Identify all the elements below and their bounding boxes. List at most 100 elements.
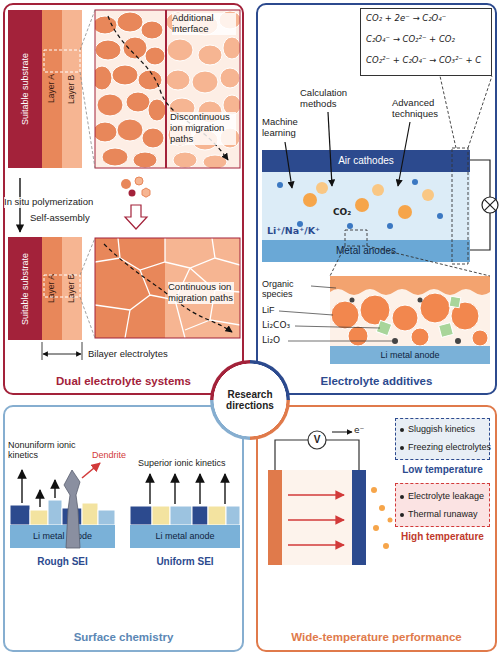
process-arrow bbox=[125, 205, 147, 229]
process-label: Self-assembly bbox=[30, 213, 90, 224]
battery-cell bbox=[352, 470, 366, 565]
node-text: Freezing electrolytes bbox=[408, 442, 491, 452]
sei-layers bbox=[10, 470, 240, 525]
sei-zoom bbox=[348, 326, 368, 346]
sei-zoom bbox=[330, 276, 490, 346]
cathode-band: Air cathodes bbox=[262, 150, 470, 172]
annotation: Nonuniform ionic kinetics bbox=[8, 440, 90, 461]
sei-zoom bbox=[472, 330, 488, 346]
hub-circle: Research directions bbox=[210, 360, 290, 440]
species-label: Organic species bbox=[262, 279, 312, 300]
zoom-marker bbox=[468, 76, 492, 148]
sei-layers bbox=[149, 474, 151, 504]
sei-layers bbox=[170, 506, 192, 525]
sei-layers bbox=[22, 470, 225, 507]
battery-cell bbox=[268, 431, 393, 565]
node-text: Li metal anode bbox=[10, 525, 115, 548]
sei-zoom bbox=[360, 295, 390, 325]
zoom-discontinuous bbox=[95, 10, 240, 168]
zoom-continuous bbox=[95, 238, 240, 338]
sei-zoom bbox=[279, 276, 490, 346]
substrate-band: Suitable substrate bbox=[8, 237, 42, 340]
section-panel: Electrolyte additivesCO₂ + 2e⁻ → C₂O₄⁻C₂… bbox=[256, 3, 497, 395]
dimension bbox=[42, 342, 43, 360]
species-label: Li₂O bbox=[262, 335, 280, 345]
battery-cell bbox=[288, 519, 344, 521]
sei-layers bbox=[10, 505, 30, 525]
sei-layers bbox=[21, 470, 23, 503]
sei-zoom bbox=[311, 286, 336, 288]
node-text: Air cathodes bbox=[262, 150, 470, 172]
section-panel: Wide-temperature performanceSluggish kin… bbox=[256, 405, 497, 652]
zoom-discontinuous bbox=[123, 37, 147, 59]
external-circuit bbox=[484, 199, 495, 210]
dendrite bbox=[82, 463, 100, 478]
zoom-discontinuous bbox=[166, 11, 240, 168]
sei-layers bbox=[98, 510, 115, 525]
zoom-continuous bbox=[95, 238, 240, 338]
external-circuit bbox=[470, 160, 498, 250]
caption-label: Rough SEI bbox=[10, 556, 115, 568]
zoom-discontinuous bbox=[173, 152, 197, 168]
zoom-continuous bbox=[95, 238, 240, 338]
caption-label: Uniform SEI bbox=[130, 556, 240, 568]
sei-zoom bbox=[418, 298, 423, 303]
sei-layers bbox=[30, 510, 48, 525]
process-arrow bbox=[121, 179, 131, 189]
zoom-discontinuous bbox=[95, 16, 117, 34]
sei-layers bbox=[224, 474, 226, 504]
annotation: Continuous ion migration paths bbox=[168, 282, 234, 304]
zoom-discontinuous bbox=[203, 155, 227, 168]
zoom-discontinuous bbox=[95, 40, 121, 60]
sei-layers bbox=[39, 490, 41, 507]
battery-cell bbox=[288, 494, 344, 496]
sei-zoom bbox=[295, 326, 380, 328]
sei-zoom bbox=[350, 298, 462, 345]
dimension-label: Bilayer electrolytes bbox=[88, 349, 168, 360]
zoom-discontinuous bbox=[133, 152, 157, 168]
sei-zoom bbox=[331, 293, 488, 346]
sei-layers bbox=[226, 506, 240, 525]
zoom-discontinuous bbox=[95, 11, 240, 168]
node-text: CO₂²⁻ + C₂O₄⁻ → CO₃²⁻ + C bbox=[366, 56, 481, 66]
zoom-discontinuous bbox=[95, 12, 166, 168]
node-text: Layer B bbox=[62, 237, 82, 340]
electrolyte-region: Li⁺/Na⁺/K⁺ bbox=[262, 172, 470, 240]
zoom-discontinuous bbox=[165, 10, 167, 168]
sei-zoom bbox=[455, 338, 461, 344]
method-label: Calculation methods bbox=[300, 88, 356, 110]
dimension bbox=[42, 342, 82, 360]
node-text: Li metal anode bbox=[130, 525, 240, 548]
zoom-continuous bbox=[95, 238, 165, 338]
sei-layers bbox=[174, 474, 176, 504]
layer-band: Layer A bbox=[42, 237, 62, 340]
annotation: e⁻ bbox=[354, 425, 364, 435]
process-arrow bbox=[129, 190, 136, 197]
zoom-discontinuous bbox=[102, 148, 128, 166]
node-text: Sluggish kinetics bbox=[408, 424, 475, 434]
annotation: Dendrite bbox=[92, 450, 126, 460]
annotation: Superior ionic kinetics bbox=[138, 458, 226, 468]
dimension bbox=[82, 342, 83, 360]
zoom-discontinuous bbox=[167, 39, 193, 61]
process-arrow bbox=[142, 188, 150, 197]
battery-cell bbox=[383, 543, 389, 549]
sei-zoom bbox=[392, 338, 398, 344]
zoom-leader bbox=[80, 238, 95, 275]
sei-zoom bbox=[420, 293, 450, 323]
node-text: CO₂ + 2e⁻ → C₂O₄⁻ bbox=[366, 14, 446, 24]
battery-cell bbox=[308, 431, 326, 449]
species-label: CO₂ bbox=[333, 207, 351, 217]
sei-zoom bbox=[439, 323, 454, 338]
species-label: Li₂CO₃ bbox=[262, 320, 290, 330]
condition-box: Sluggish kineticsFreezing electrolytesLo… bbox=[395, 418, 490, 460]
zoom-discontinuous bbox=[198, 45, 222, 65]
zoom-leader bbox=[80, 72, 95, 168]
process-label: In situ polymerization bbox=[4, 197, 93, 208]
dimension bbox=[43, 354, 81, 355]
anode-band: Li metal anode bbox=[130, 525, 240, 548]
sei-layers bbox=[48, 500, 62, 525]
battery-cell bbox=[379, 505, 385, 511]
battery-cell bbox=[332, 432, 352, 433]
